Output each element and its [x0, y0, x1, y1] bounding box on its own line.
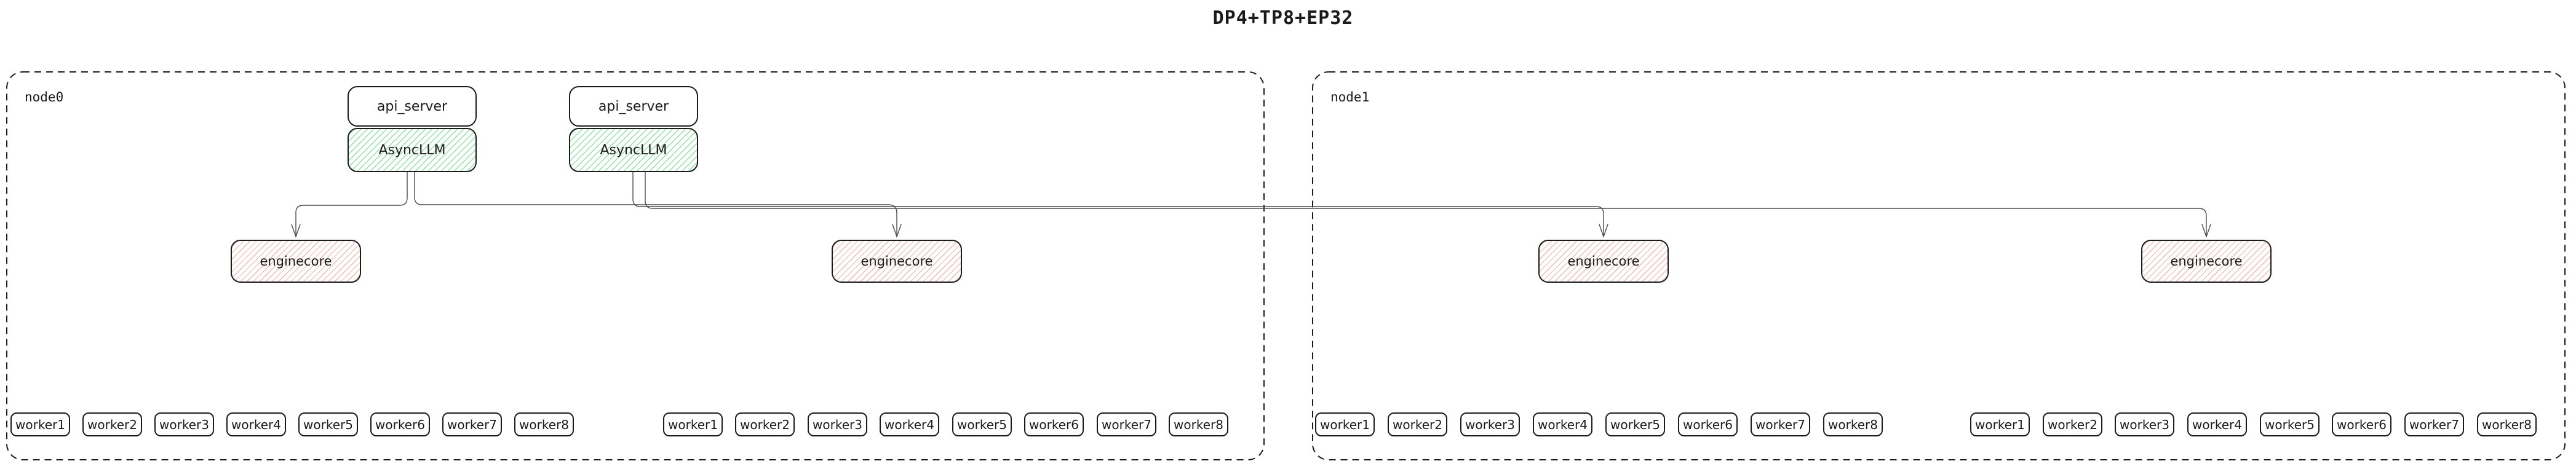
worker-box: worker6 — [1678, 412, 1738, 436]
enginecore-1-box: enginecore — [231, 240, 361, 283]
enginecore-4-box: enginecore — [2141, 240, 2272, 283]
worker-box: worker1 — [663, 412, 723, 436]
worker-box: worker6 — [2332, 412, 2391, 436]
worker-box: worker5 — [2260, 412, 2320, 436]
arrowhead-enginecore4 — [2201, 224, 2211, 238]
worker-box: worker2 — [735, 412, 795, 436]
worker-box: worker2 — [1388, 412, 1447, 436]
worker-box: worker3 — [808, 412, 867, 436]
arrowhead-enginecore1 — [291, 224, 301, 238]
node0-label: node0 — [25, 90, 64, 104]
connector-asyncllm2-enginecore4 — [645, 171, 2207, 236]
worker-box: worker5 — [298, 412, 358, 436]
node1-boundary — [1312, 71, 2566, 460]
worker-box: worker8 — [1169, 412, 1228, 436]
worker-box: worker3 — [2115, 412, 2174, 436]
worker-box: worker8 — [514, 412, 574, 436]
api-server-2-box: api_server — [569, 86, 698, 127]
connector-asyncllm1-enginecore2 — [414, 171, 897, 236]
worker-box: worker1 — [10, 412, 70, 436]
node0-boundary — [6, 71, 1265, 460]
node1-label: node1 — [1330, 90, 1370, 104]
worker-box: worker4 — [880, 412, 939, 436]
api-server-1-box: api_server — [348, 86, 477, 127]
arrowhead-enginecore2 — [892, 224, 902, 238]
worker-box: worker7 — [1751, 412, 1810, 436]
enginecore-3-box: enginecore — [1538, 240, 1669, 283]
worker-box: worker4 — [1533, 412, 1592, 436]
worker-box: worker3 — [154, 412, 214, 436]
connector-asyncllm1-enginecore1 — [295, 171, 408, 236]
connector-asyncllm2-enginecore3 — [632, 171, 1604, 236]
worker-box: worker7 — [2404, 412, 2464, 436]
enginecore-2-box: enginecore — [832, 240, 962, 283]
worker-box: worker8 — [2477, 412, 2537, 436]
worker-box: worker5 — [1605, 412, 1665, 436]
worker-box: worker5 — [952, 412, 1012, 436]
worker-box: worker1 — [1315, 412, 1375, 436]
diagram-title: DP4+TP8+EP32 — [1212, 7, 1354, 29]
worker-box: worker3 — [1460, 412, 1520, 436]
worker-box: worker4 — [226, 412, 286, 436]
arrowhead-enginecore3 — [1599, 224, 1608, 238]
worker-box: worker1 — [1970, 412, 2030, 436]
worker-box: worker6 — [1024, 412, 1084, 436]
worker-box: worker7 — [1097, 412, 1156, 436]
worker-box: worker6 — [370, 412, 430, 436]
worker-box: worker7 — [442, 412, 502, 436]
asyncllm-2-box: AsyncLLM — [569, 128, 698, 172]
worker-box: worker2 — [2043, 412, 2102, 436]
asyncllm-1-box: AsyncLLM — [348, 128, 477, 172]
worker-box: worker2 — [82, 412, 142, 436]
worker-box: worker4 — [2187, 412, 2247, 436]
worker-box: worker8 — [1823, 412, 1883, 436]
